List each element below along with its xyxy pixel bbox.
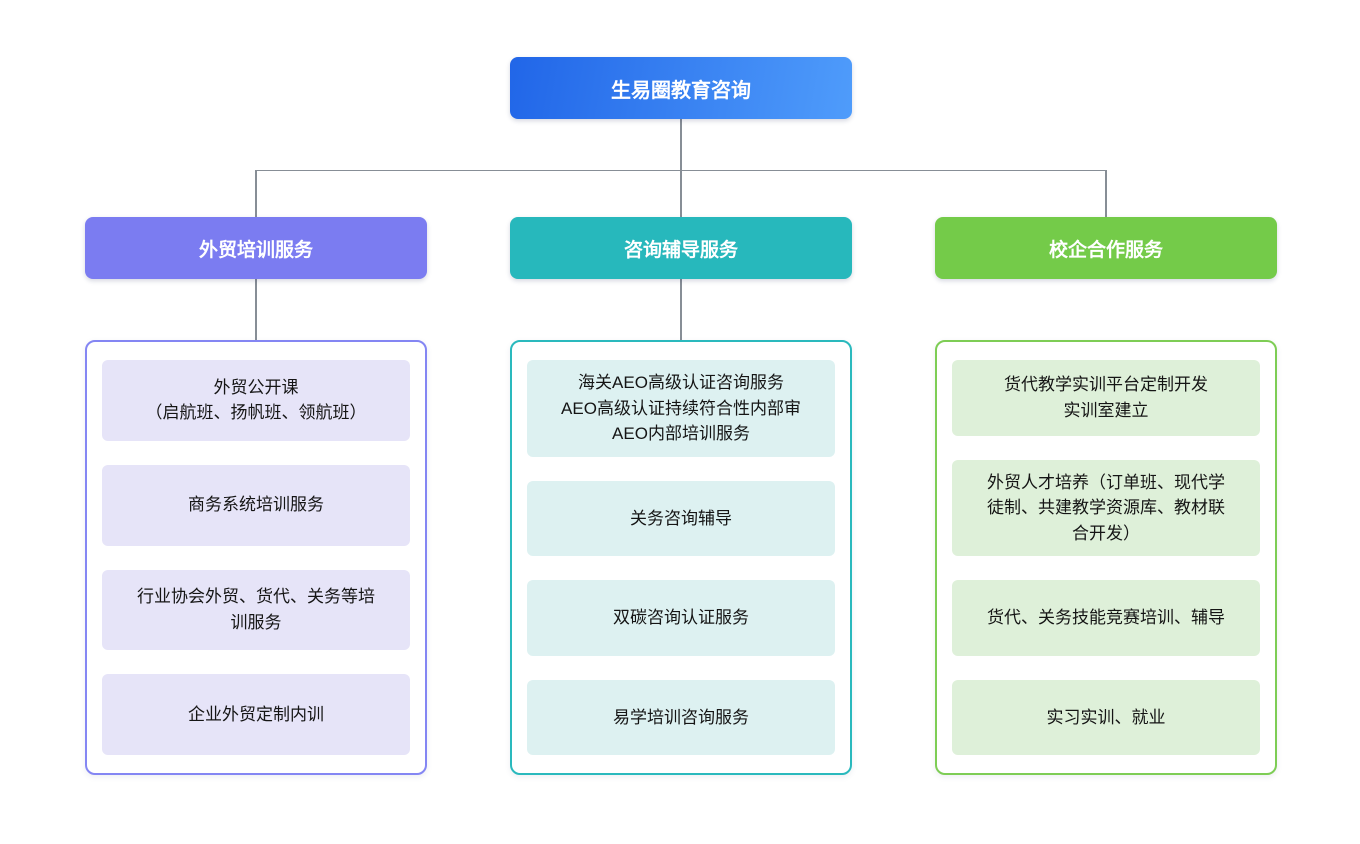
branch-header-label: 咨询辅导服务 [623, 239, 738, 261]
branch-header-label: 外贸培训服务 [198, 239, 313, 261]
leaf-item: 企业外贸定制内训 [102, 674, 410, 755]
leaf-item: 货代教学实训平台定制开发 实训室建立 [952, 360, 1260, 436]
leaf-item: 实习实训、就业 [952, 679, 1260, 755]
branch-container-school-enterprise-cooperation: 货代教学实训平台定制开发 实训室建立 外贸人才培养（订单班、现代学 徒制、共建教… [935, 340, 1277, 775]
branch-container-foreign-trade-training: 外贸公开课 （启航班、扬帆班、领航班） 商务系统培训服务 行业协会外贸、货代、关… [85, 340, 427, 775]
connector-root-stem [680, 119, 682, 170]
branch-header-foreign-trade-training: 外贸培训服务 [85, 217, 427, 279]
leaf-item: 关务咨询辅导 [527, 480, 835, 556]
branch-header-label: 校企合作服务 [1048, 239, 1163, 261]
branch-header-consulting-coaching: 咨询辅导服务 [510, 217, 852, 279]
connector-header-to-container-1 [255, 279, 257, 340]
root-node: 生易圈教育咨询 [510, 57, 852, 119]
root-node-label: 生易圈教育咨询 [611, 79, 751, 102]
branch-container-consulting-coaching: 海关AEO高级认证咨询服务 AEO高级认证持续符合性内部审 AEO内部培训服务 … [510, 340, 852, 775]
leaf-item: 商务系统培训服务 [102, 464, 410, 546]
leaf-item: 外贸公开课 （启航班、扬帆班、领航班） [102, 360, 410, 441]
connector-header-to-container-2 [680, 279, 682, 340]
leaf-item: 海关AEO高级认证咨询服务 AEO高级认证持续符合性内部审 AEO内部培训服务 [527, 360, 835, 457]
leaf-item: 易学培训咨询服务 [527, 679, 835, 755]
leaf-item: 行业协会外贸、货代、关务等培 训服务 [102, 569, 410, 651]
leaf-item: 双碳咨询认证服务 [527, 580, 835, 656]
leaf-item: 货代、关务技能竞赛培训、辅导 [952, 580, 1260, 656]
leaf-item: 外贸人才培养（订单班、现代学 徒制、共建教学资源库、教材联 合开发） [952, 459, 1260, 556]
connector-drop-branch-1 [255, 170, 257, 217]
connector-drop-branch-2 [680, 170, 682, 217]
branch-header-school-enterprise-cooperation: 校企合作服务 [935, 217, 1277, 279]
connector-drop-branch-3 [1105, 170, 1107, 217]
